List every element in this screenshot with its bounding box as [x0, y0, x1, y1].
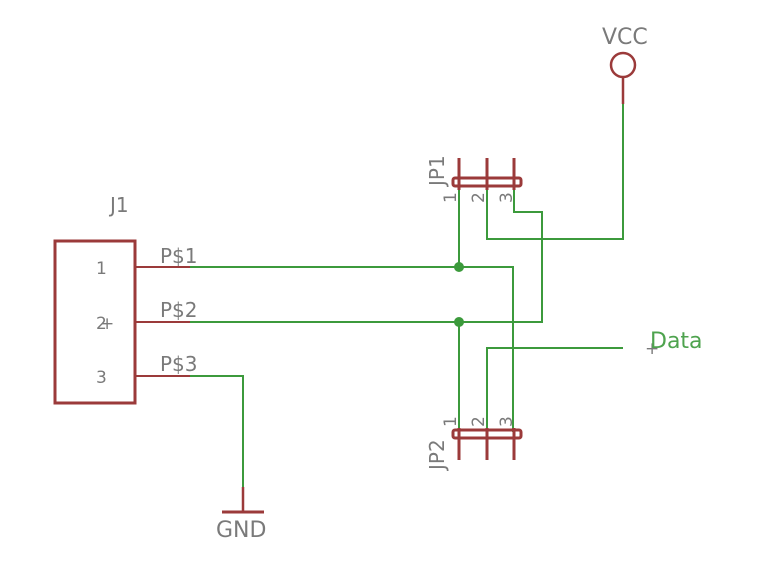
jp1-ref-label: JP1	[425, 155, 449, 188]
header-jp2[interactable]: JP2 1 2 3	[425, 416, 523, 472]
jp2-pin-number-3: 3	[497, 416, 517, 427]
j1-pad-label-3: P$3	[160, 352, 198, 376]
wire-data[interactable]	[486, 347, 623, 432]
vcc-label: VCC	[602, 25, 648, 50]
j1-ref-label: J1	[108, 193, 129, 217]
wire-gnd[interactable]	[190, 375, 244, 512]
jp2-pin-number-2: 2	[469, 416, 489, 427]
gnd-label: GND	[216, 518, 266, 543]
jp2-ref-label: JP2	[425, 439, 449, 472]
net-label-data[interactable]: + Data	[645, 329, 703, 359]
jp1-body	[451, 176, 523, 188]
data-origin-cross: +	[645, 339, 659, 359]
j1-pin-number-2: 2	[96, 314, 107, 334]
wire-net-pin1[interactable]	[190, 266, 514, 432]
j1-pin-number-1: 1	[96, 259, 107, 279]
jp2-body	[451, 428, 523, 440]
connector-j1[interactable]: J1 1 2 3 + P$1 P$2 P$3	[53, 193, 198, 405]
j1-origin-cross: +	[100, 314, 114, 334]
data-label: Data	[650, 329, 703, 354]
junction-dot-pin1	[454, 262, 464, 272]
supply-vcc[interactable]: VCC	[602, 25, 648, 104]
jp2-pin-number-1: 1	[441, 416, 461, 427]
jp1-pin-number-3: 3	[497, 192, 517, 203]
wires	[190, 78, 624, 512]
jp1-pin-number-1: 1	[441, 192, 461, 203]
j1-pad-label-2: P$2	[160, 298, 198, 322]
jp1-pin-number-2: 2	[469, 192, 489, 203]
vcc-symbol-circle	[609, 51, 637, 79]
j1-pin-number-3: 3	[96, 368, 107, 388]
wire-net-pin2[interactable]	[190, 190, 543, 323]
junction-dot-pin2	[454, 317, 464, 327]
j1-body	[53, 239, 137, 405]
wire-vcc[interactable]	[486, 78, 624, 240]
j1-pad-label-1: P$1	[160, 244, 198, 268]
header-jp1[interactable]: JP1 1 2 3	[425, 155, 523, 203]
supply-gnd[interactable]: GND	[216, 487, 266, 543]
